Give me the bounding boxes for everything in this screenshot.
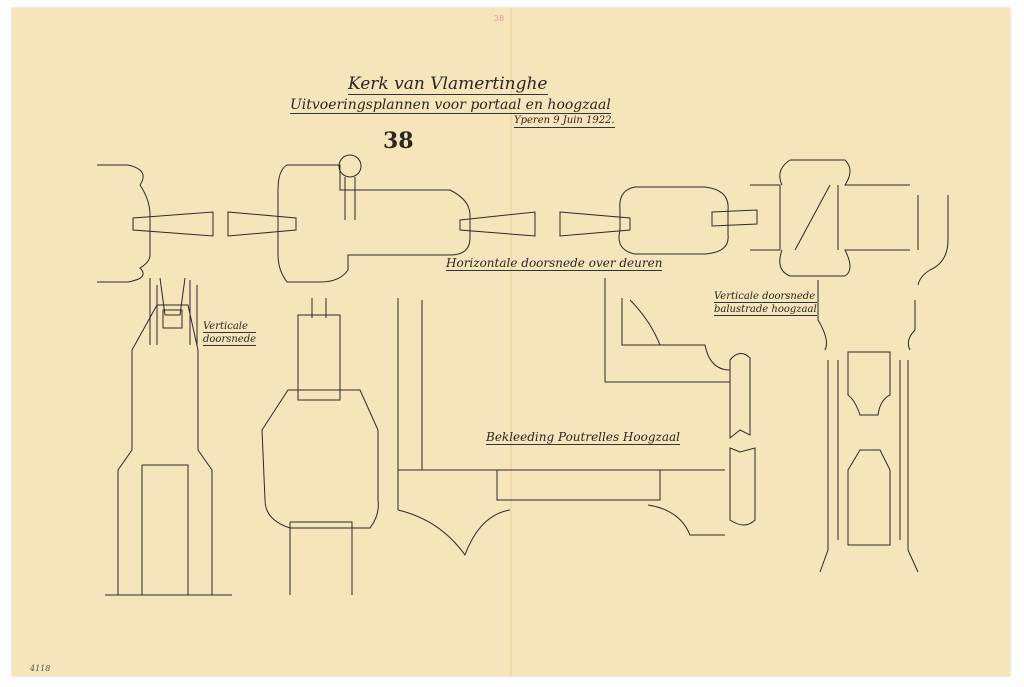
corner-mark: 38: [494, 14, 505, 23]
sheet-number: 38: [383, 128, 414, 154]
label-cladding: Bekleeding Poutrelles Hoogzaal: [486, 430, 680, 445]
label-balustrade-section: Verticale doorsnede balustrade hoogzaal: [714, 292, 817, 319]
label-balustrade-line2: balustrade hoogzaal: [714, 304, 817, 316]
label-vertical-section-line2: doorsnede: [203, 334, 257, 346]
vertical-section-left-drawing: [105, 277, 379, 596]
label-horizontal-section: Horizontale doorsnede over deuren: [446, 256, 663, 271]
drawing-title: Kerk van Vlamertinghe: [348, 74, 548, 95]
label-balustrade-line1: Verticale doorsnede: [714, 291, 817, 303]
label-vertical-section-line1: Verticale: [203, 322, 257, 333]
horizontal-section-drawing: [97, 154, 949, 286]
paper-fold: [510, 8, 512, 676]
drawing-subtitle: Uitvoeringsplannen voor portaal en hoogz…: [290, 97, 611, 114]
drawing-date: Yperen 9 Juin 1922.: [514, 115, 615, 128]
balustrade-drawing: [817, 280, 919, 573]
archive-reference: 4118: [30, 664, 51, 673]
label-vertical-section: Verticale doorsnede: [203, 322, 257, 349]
cladding-drawing: [397, 278, 756, 557]
